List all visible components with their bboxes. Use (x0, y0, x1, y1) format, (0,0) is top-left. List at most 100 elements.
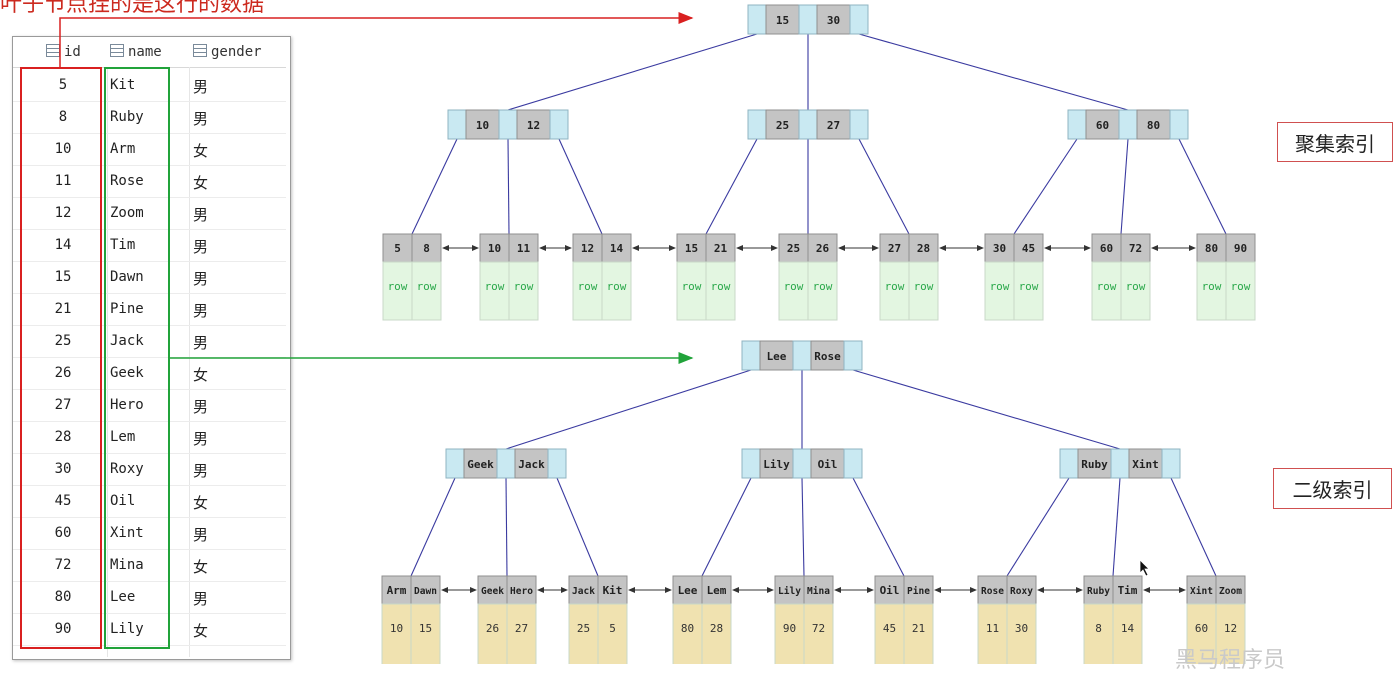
leaf-payload-label: row (990, 280, 1010, 293)
leaf-payload-cell (908, 261, 939, 321)
leaf-key-label: Jack (572, 586, 595, 597)
cell-gender: 男 (193, 462, 209, 480)
watermark: 黑马程序员 (1175, 648, 1286, 673)
column-header-name[interactable]: name (110, 44, 162, 60)
id-column-highlight (20, 67, 102, 649)
leaf-key-cell (672, 575, 703, 605)
leaf-payload-cell (807, 261, 838, 321)
column-header-gender[interactable]: gender (193, 44, 262, 60)
leaf-payload-label: row (682, 280, 702, 293)
leaf-payload-cell (984, 261, 1015, 321)
leaf-key-cell (778, 233, 809, 263)
leaf-key-cell (1225, 233, 1256, 263)
cell-id: 26 (54, 365, 72, 381)
leaf-key-label: 72 (1129, 242, 1142, 255)
leaf-key-cell (1112, 575, 1143, 605)
cell-name: Lee (110, 589, 136, 605)
tree-link (1112, 477, 1121, 577)
key-label: 30 (827, 14, 840, 27)
tree-link (1170, 477, 1217, 577)
leaf-payload-cell (1120, 261, 1151, 321)
leaf-payload-label: 90 (783, 622, 796, 635)
key-label: Ruby (1081, 458, 1108, 471)
cell-id: 27 (54, 397, 72, 413)
key-label: Rose (814, 350, 841, 363)
cell-gender: 女 (193, 558, 209, 576)
leaf-payload-label: row (578, 280, 598, 293)
column-divider (107, 67, 108, 657)
leaf-payload-label: 45 (883, 622, 896, 635)
leaf-key-cell (411, 233, 442, 263)
cell-name: Kit (110, 77, 136, 93)
table-row[interactable]: 25 Jack 男 (13, 325, 286, 358)
cell-gender: 男 (193, 78, 209, 96)
leaf-key-label: 26 (816, 242, 830, 255)
pointer-cell (741, 340, 761, 371)
leaf-key-label: Hero (510, 586, 533, 597)
cell-id: 25 (54, 333, 72, 349)
cell-gender: 男 (193, 526, 209, 544)
cell-gender: 男 (193, 238, 209, 256)
key-label: 60 (1096, 119, 1109, 132)
cell-id: 90 (54, 621, 72, 637)
pointer-cell (1169, 109, 1189, 140)
key-label: Geek (467, 458, 494, 471)
leaf-payload-label: 28 (710, 622, 723, 635)
cell-gender: 男 (193, 334, 209, 352)
leaf-key-label: 45 (1022, 242, 1035, 255)
pointer-cell (496, 448, 516, 479)
pointer-cell (792, 448, 812, 479)
leaf-payload-label: row (813, 280, 833, 293)
tree-link (858, 138, 910, 235)
leaf-payload-cell (597, 603, 628, 664)
leaf-payload-label: row (1019, 280, 1039, 293)
tree-link (1120, 138, 1129, 235)
table-row[interactable]: 5 Kit 男 (13, 69, 286, 102)
tree-link (701, 477, 752, 577)
cell-name: Geek (110, 365, 144, 381)
cell-id: 14 (54, 237, 72, 253)
leaf-payload-label: row (388, 280, 408, 293)
pointer-cell (447, 109, 467, 140)
cell-name: Jack (110, 333, 144, 349)
tree-link (507, 138, 510, 235)
leaf-payload-cell (705, 261, 736, 321)
leaf-key-cell (803, 575, 834, 605)
leaf-payload-label: row (607, 280, 627, 293)
leaf-payload-cell (778, 261, 809, 321)
leaf-payload-cell (879, 261, 910, 321)
cell-gender: 男 (193, 398, 209, 416)
leaf-key-cell (879, 233, 910, 263)
leaf-payload-label: row (485, 280, 505, 293)
tree-link (1013, 138, 1078, 235)
tree-link (705, 138, 758, 235)
cell-id: 72 (54, 557, 72, 573)
leaf-payload-label: 10 (390, 622, 403, 635)
cell-id: 28 (54, 429, 72, 445)
leaf-key-label: 21 (714, 242, 728, 255)
key-cell (1077, 448, 1112, 479)
cell-id: 5 (58, 77, 68, 93)
